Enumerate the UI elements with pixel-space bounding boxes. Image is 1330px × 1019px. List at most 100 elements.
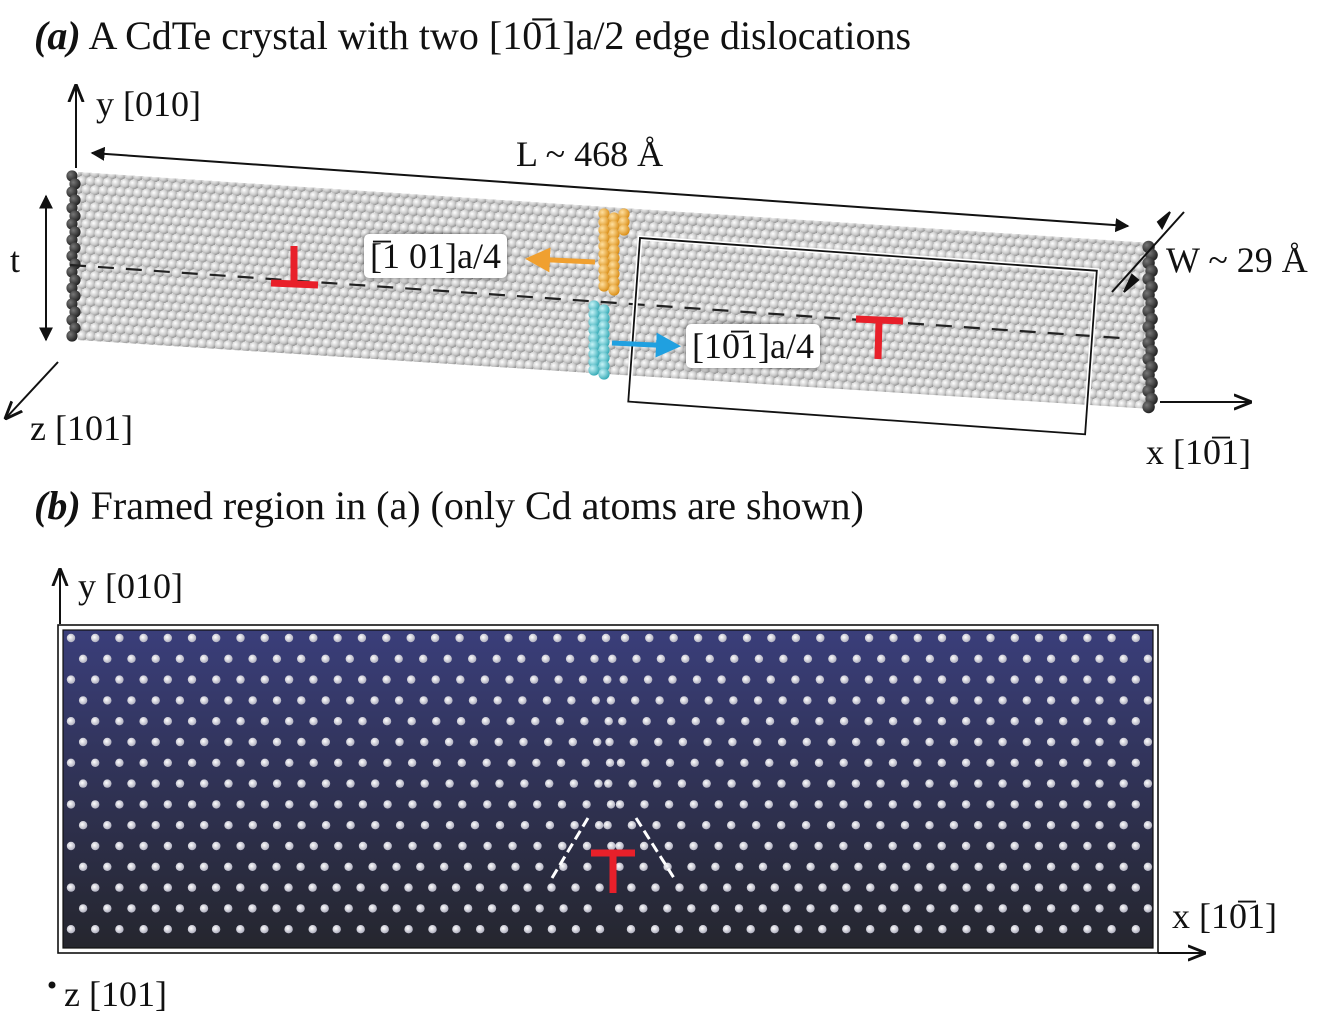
- slab-atom: [360, 297, 372, 308]
- slab-atom: [993, 382, 1004, 393]
- cyan-atom: [588, 364, 600, 376]
- slab-atom: [150, 275, 161, 286]
- slab-atom: [735, 279, 746, 290]
- slab-atom: [515, 325, 527, 336]
- slab-atom: [1104, 407, 1116, 409]
- slab-atom: [743, 297, 754, 308]
- slab-atom: [335, 261, 346, 272]
- slab-atom: [532, 309, 544, 320]
- slab-atom: [859, 261, 871, 273]
- slab-atom: [821, 233, 832, 244]
- cd-atom: [236, 800, 245, 809]
- slab-atom: [851, 364, 862, 375]
- slab-atom: [313, 234, 324, 245]
- slab-atom: [369, 332, 380, 343]
- cd-atom: [493, 696, 502, 705]
- slab-atom: [124, 239, 135, 250]
- cd-atom: [163, 800, 172, 809]
- slab-atom: [481, 322, 492, 334]
- slab-atom: [975, 243, 987, 255]
- cd-atom: [866, 925, 875, 934]
- slab-atom: [537, 369, 548, 380]
- slab-atom: [339, 270, 350, 281]
- slab-atom: [1044, 403, 1056, 409]
- slab-atom: [644, 333, 656, 344]
- slab-atom: [760, 367, 772, 378]
- cd-atom: [545, 821, 555, 830]
- slab-atom: [171, 285, 183, 296]
- slab-atom: [790, 291, 802, 303]
- slab-atom: [188, 320, 200, 332]
- slab-atom: [988, 235, 1000, 247]
- slab-atom: [115, 255, 127, 266]
- cd-atom: [937, 675, 947, 684]
- slab-atom: [356, 340, 367, 351]
- slab-atom: [773, 256, 785, 267]
- cd-atom: [645, 633, 654, 643]
- slab-atom: [154, 301, 165, 312]
- cd-atom: [309, 633, 318, 643]
- slab-atom: [98, 340, 110, 351]
- slab-atom: [477, 279, 488, 290]
- slab-atom: [1104, 286, 1116, 297]
- slab-atom: [709, 380, 720, 392]
- cd-atom: [925, 696, 934, 705]
- slab-atom: [408, 361, 419, 372]
- slab-atom: [1057, 292, 1068, 303]
- slab-atom: [1061, 301, 1073, 312]
- cd-atom: [1107, 633, 1116, 643]
- cd-atom: [428, 925, 437, 934]
- slab-atom: [537, 352, 548, 363]
- slab-atom: [240, 306, 251, 318]
- cd-atom: [556, 758, 566, 767]
- cd-atom: [631, 696, 640, 705]
- slab-atom: [915, 360, 926, 371]
- cd-atom: [998, 779, 1007, 788]
- slab-atom: [107, 272, 118, 283]
- cd-atom: [974, 904, 983, 913]
- slab-atom: [1066, 378, 1077, 390]
- slab-atom: [997, 270, 1008, 282]
- slab-atom: [240, 289, 251, 301]
- cd-atom: [827, 779, 836, 788]
- slab-atom: [864, 287, 875, 299]
- slab-atom: [885, 297, 896, 309]
- cd-atom: [200, 696, 209, 705]
- cd-atom: [224, 696, 233, 705]
- slab-atom: [171, 319, 183, 330]
- cd-atom: [718, 633, 727, 643]
- slab-atom: [442, 311, 453, 322]
- slab-atom: [778, 385, 789, 396]
- slab-atom: [210, 261, 221, 273]
- cd-atom: [309, 800, 318, 809]
- slab-atom: [1100, 294, 1111, 306]
- cd-atom: [499, 925, 509, 934]
- slab-atom: [210, 244, 221, 256]
- cd-atom: [428, 883, 437, 892]
- slab-atom: [287, 353, 299, 364]
- slab-atom: [197, 235, 208, 246]
- slab-atom: [825, 328, 836, 339]
- slab-atom: [558, 345, 570, 356]
- slab-atom: [120, 281, 131, 293]
- cd-atom: [639, 841, 649, 851]
- slab-atom: [421, 301, 432, 312]
- cd-atom: [1119, 904, 1128, 913]
- slab-atom: [1070, 318, 1081, 330]
- slab-atom: [115, 272, 127, 284]
- cd-atom: [689, 800, 699, 809]
- slab-atom: [1100, 243, 1111, 254]
- slab-atom: [231, 237, 243, 248]
- slab-atom: [1044, 282, 1056, 293]
- slab-atom: [1018, 384, 1030, 395]
- slab-atom: [829, 285, 840, 296]
- slab-atom: [1048, 274, 1060, 285]
- slab-atom: [704, 251, 716, 262]
- slab-atom: [365, 358, 376, 369]
- orange-atom: [598, 232, 610, 244]
- slab-atom: [563, 268, 574, 279]
- slab-atom: [962, 354, 974, 365]
- slab-atom: [1079, 302, 1090, 313]
- cd-atom: [553, 633, 562, 643]
- slab-atom: [537, 231, 548, 243]
